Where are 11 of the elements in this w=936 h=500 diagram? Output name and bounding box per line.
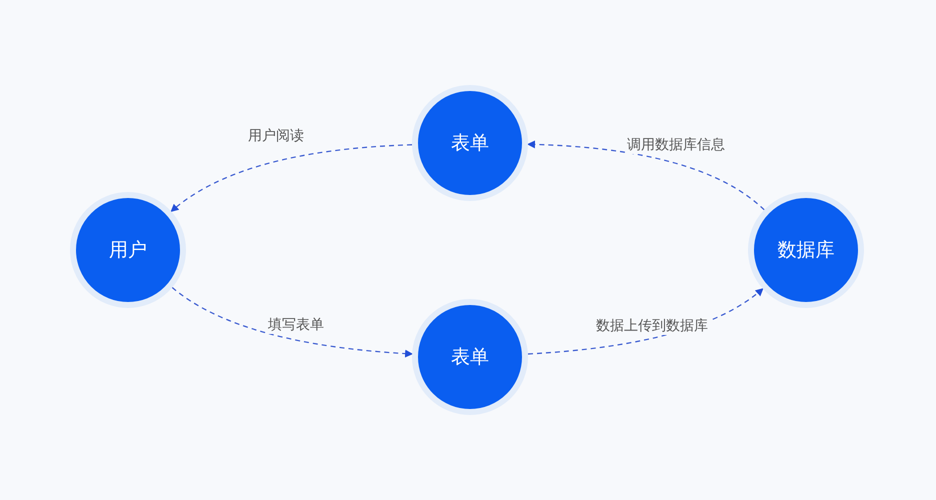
circle-node: 表单 xyxy=(412,299,528,415)
circle-node: 用户 xyxy=(70,192,186,308)
dashed-arrow xyxy=(526,140,765,210)
edge-label: 用户阅读 xyxy=(246,127,306,145)
edge-label: 数据上传到数据库 xyxy=(594,317,710,335)
edge-label: 填写表单 xyxy=(266,316,326,334)
circle-node: 表单 xyxy=(412,85,528,201)
dashed-arrow xyxy=(172,287,414,358)
dashed-arrow xyxy=(170,144,412,212)
circle-node: 数据库 xyxy=(748,192,864,308)
edge-label: 调用数据库信息 xyxy=(625,136,727,154)
